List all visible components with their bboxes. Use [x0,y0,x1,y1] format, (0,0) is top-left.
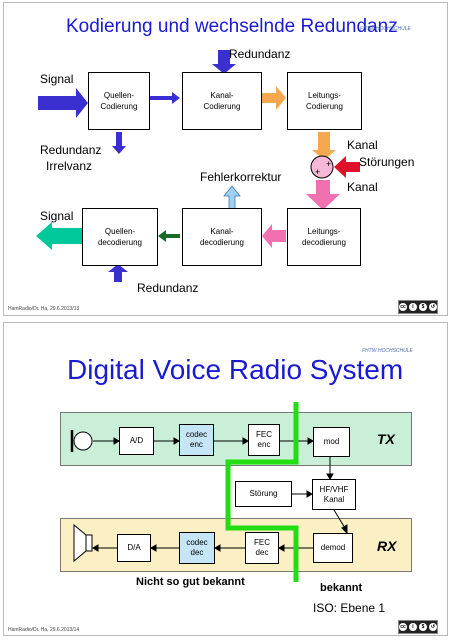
kanal-top-label: Kanal [347,138,378,152]
arrow-channel-to-line [262,86,286,110]
diagram-arrows [36,50,360,282]
kanal-codierung-box: Kanal- Codierung [182,72,262,130]
institution-logo: FHTW HOCHSCHULE [360,26,411,32]
arrow-line-to-mixer [312,132,336,160]
slide-digital-voice: Digital Voice Radio System FHTW HOCHSCHU… [0,320,452,640]
cc-icon: cc [399,303,407,311]
iso-layer-label: ISO: Ebene 1 [313,601,386,615]
slide-footer: HamRadio/Dr. Ha, 29.6.2013/13 [8,306,80,312]
microphone-icon [73,431,93,451]
redundanz-bottom-arrow [108,264,128,282]
ad-converter-block: A/D [119,427,154,455]
redundanz-irrelevanz-label-1: Redundanz [40,143,102,157]
caption-known: bekannt [320,582,363,594]
mixer-plus-right: + [326,159,332,169]
redundanz-out-arrow [112,132,126,154]
slide-frame [3,322,448,636]
nc-icon: $ [419,303,427,311]
codec-dec-block: codec dec [179,532,215,564]
by-icon: i [409,303,417,311]
kanal-bottom-label: Kanal [347,180,378,194]
signal-output-arrow [36,222,82,250]
arrow-mixer-to-receiver [306,180,340,210]
fehlerkorrektur-arrow [223,185,241,211]
tx-band [60,412,412,466]
demod-block: demod [313,533,353,563]
codec-enc-block: codec enc [179,424,214,456]
hf-vhf-kanal-block: HF/VHF Kanal [312,479,356,510]
redundanz-bottom-label: Redundanz [137,281,199,295]
tx-label: TX [377,431,395,447]
signal-input-label: Signal [40,72,74,86]
layer-boundary-line [225,402,299,582]
nc-icon: $ [419,623,427,631]
slide-title: Kodierung und wechselnde Redundanz [66,16,398,37]
quellen-codierung-box: Quellen- Codierung [88,72,150,130]
signal-input-arrow [38,88,88,118]
kanal-decodierung-box: Kanal- decodierung [182,208,262,266]
by-icon: i [409,623,417,631]
arrow-channel-to-source-dec [158,230,180,242]
caption-not-well-known: Nicht so gut bekannt [136,576,245,588]
arrow-source-to-channel [150,92,180,104]
slide-title: Digital Voice Radio System [67,354,404,385]
institution-logo: FHTW HOCHSCHULE [362,348,413,354]
redundanz-top-label: Redundanz [229,47,291,61]
mixer-circle [310,155,334,179]
arrow-line-to-channel-dec [262,224,286,248]
sa-icon: ↺ [429,303,437,311]
rx-label: RX [377,538,397,554]
system-diagram-lines [70,402,348,582]
mod-block: mod [313,427,350,457]
leitungs-decodierung-box: Leitungs- decodierung [287,208,361,266]
da-converter-block: D/A [117,534,151,562]
sa-icon: ↺ [429,623,437,631]
slide-footer: HamRadio/Dr. Ha, 29.6.2013/14 [8,627,80,633]
signal-output-label: Signal [40,209,74,223]
redundanz-in-arrow [212,50,236,74]
cc-icon: cc [399,623,407,631]
slide-frame [3,2,448,316]
slide-kodierung: Kodierung und wechselnde Redundanz FHTW … [3,2,448,316]
mixer-plus-left: + [315,167,321,177]
fec-enc-block: FEC enc [248,424,280,456]
stoerungen-label: Störungen [359,155,415,169]
redundanz-irrelevanz-label-2: Irrelvanz [46,159,93,173]
stoerung-block: Störung [235,481,292,507]
stoerungen-arrow [334,156,360,178]
speaker-icon [73,523,93,563]
fehlerkorrektur-label: Fehlerkorrektur [200,170,282,184]
quellen-decodierung-box: Quellen- decodierung [82,208,158,266]
leitungs-codierung-box: Leitungs- Codierung [287,72,362,130]
fec-dec-block: FEC dec [245,532,279,564]
